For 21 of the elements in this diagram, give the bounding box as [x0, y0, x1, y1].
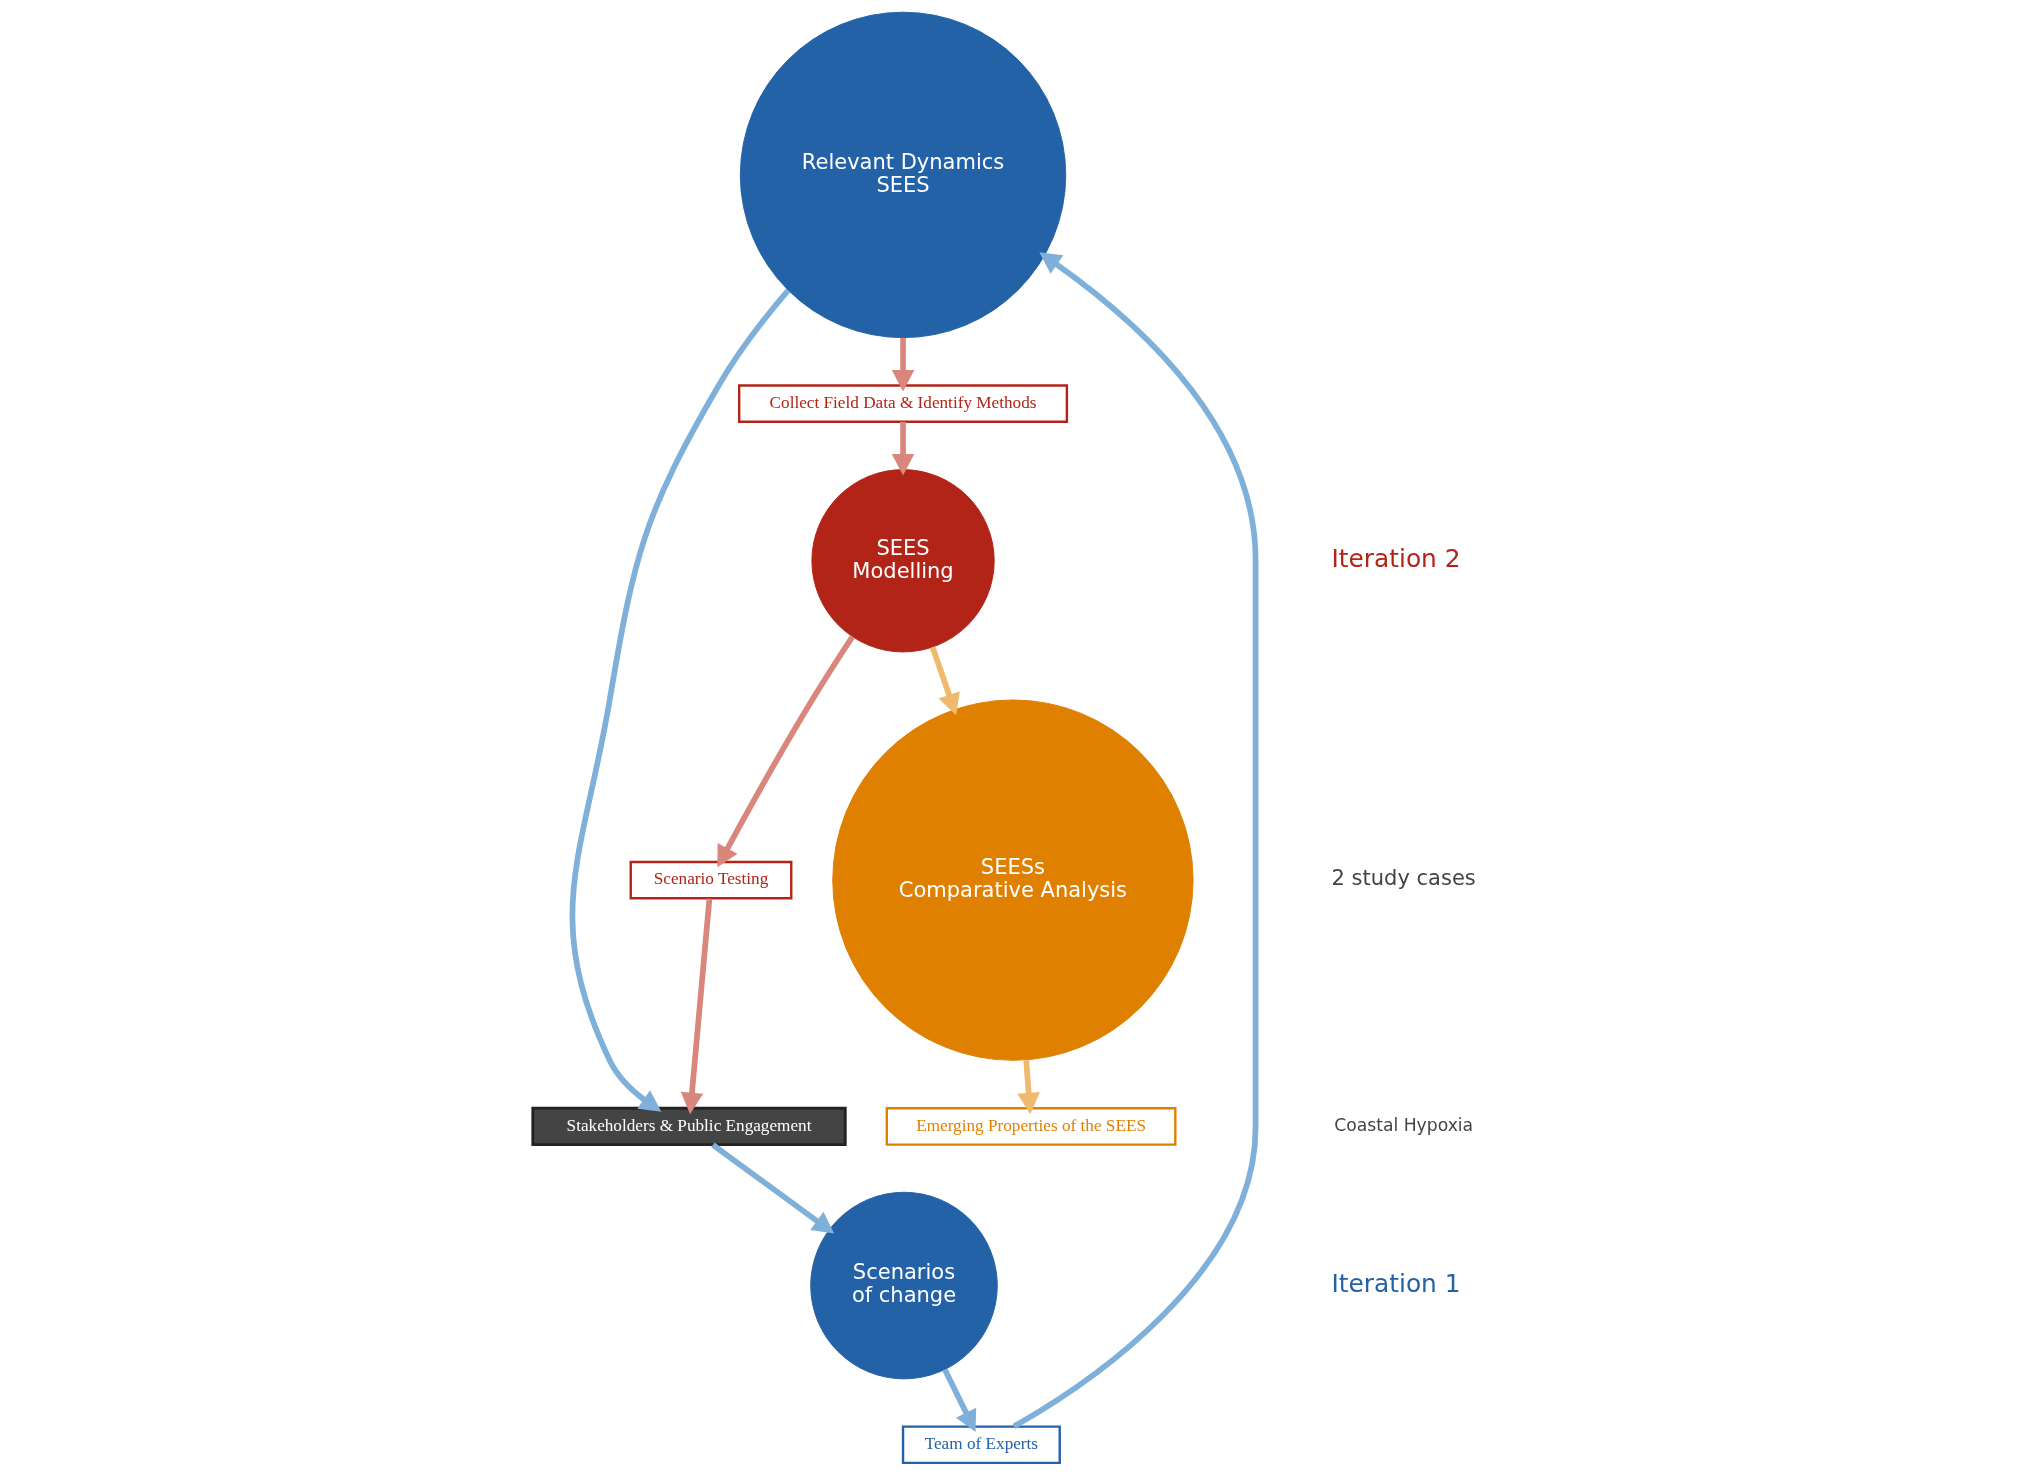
arrow — [891, 338, 914, 392]
arrow — [716, 635, 855, 868]
label: Coastal Hypoxia — [1333, 1114, 1473, 1135]
arrow — [680, 898, 712, 1115]
node-circle: SEES Modelling — [810, 469, 995, 653]
arrow — [941, 1368, 976, 1432]
arrow — [891, 421, 914, 476]
node-box: Team of Experts — [901, 1425, 1061, 1465]
arrow — [1016, 1060, 1040, 1115]
arrow — [929, 646, 960, 716]
arrow — [569, 288, 790, 1112]
node-box: Emerging Properties of the SEES — [885, 1107, 1177, 1146]
label: Iteration 1 — [1331, 1268, 1461, 1298]
arrow — [710, 1142, 834, 1234]
arrow — [1011, 252, 1258, 1429]
node-circle: SEESs Comparative Analysis — [831, 699, 1194, 1061]
node-box: Collect Field Data & Identify Methods — [737, 384, 1068, 423]
node-box: Scenario Testing — [629, 860, 792, 900]
node-box: Stakeholders & Public Engagement — [530, 1106, 847, 1147]
label: Iteration 2 — [1331, 543, 1461, 573]
label: 2 study cases — [1331, 865, 1476, 891]
